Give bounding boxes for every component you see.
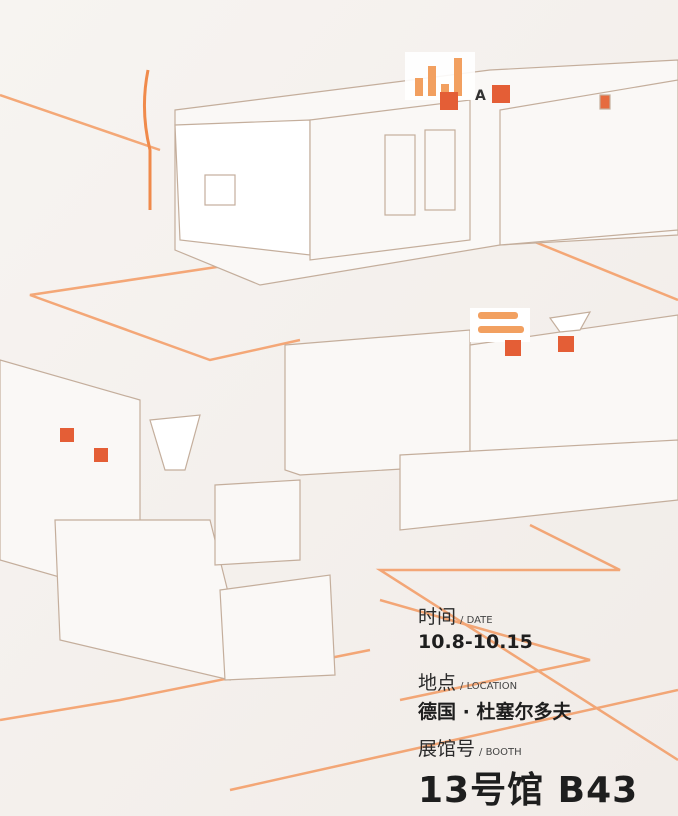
date-block: 时间/ DATE 10.8-10.15 — [418, 602, 533, 653]
booth-value: 13号馆 B43 — [418, 770, 639, 811]
svg-text:A: A — [475, 88, 486, 104]
booth-block: 展馆号/ BOOTH 13号馆 B43 — [418, 734, 638, 813]
location-value: 德国 · 杜塞尔多夫 — [418, 701, 572, 723]
machine-right — [284, 308, 678, 531]
machine-top — [142, 59, 678, 286]
location-block: 地点/ LOCATION 德国 · 杜塞尔多夫 — [418, 668, 571, 724]
date-label: 时间 — [418, 606, 457, 628]
dashboard-panel-top: A — [405, 52, 510, 110]
location-label: 地点 — [418, 672, 457, 694]
booth-label-en: / BOOTH — [479, 747, 522, 758]
date-label-en: / DATE — [460, 615, 493, 626]
booth-label: 展馆号 — [418, 738, 476, 760]
machine-left — [0, 359, 336, 681]
date-value: 10.8-10.15 — [418, 631, 533, 653]
location-label-en: / LOCATION — [460, 681, 518, 692]
